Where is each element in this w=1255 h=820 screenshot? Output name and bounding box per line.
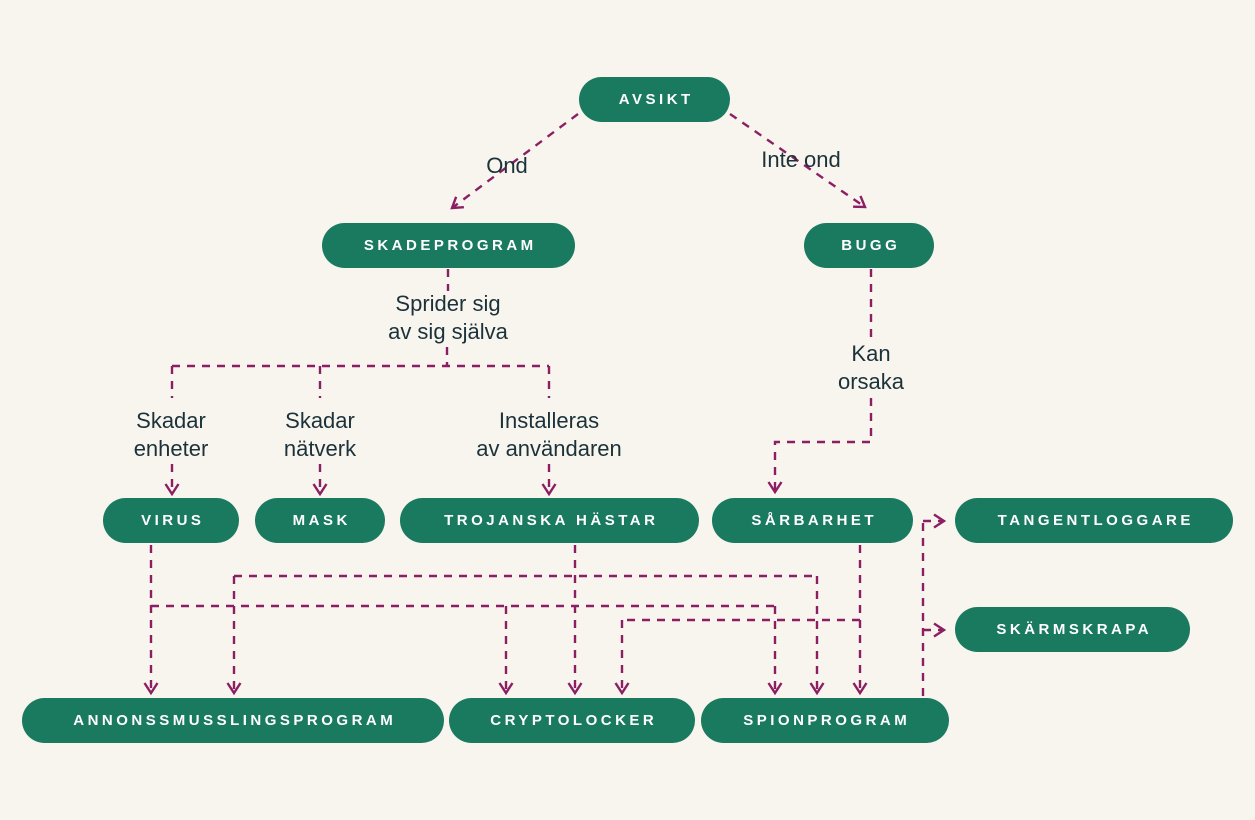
node-bugg: BUGG	[804, 223, 934, 268]
node-annonssmusslingsprogram: ANNONSSMUSSLINGSPROGRAM	[22, 698, 444, 743]
node-tangentloggare: TANGENTLOGGARE	[955, 498, 1233, 543]
edge-label-ond: Ond	[486, 153, 528, 178]
node-mask: MASK	[255, 498, 385, 543]
node-sarbarhet: SÅRBARHET	[712, 498, 913, 543]
node-skarmskrapa: SKÄRMSKRAPA	[955, 607, 1190, 652]
edge-bugg-sarbarhet	[767, 398, 873, 495]
edge-label-sprider-sig: Sprider sig av sig själva	[388, 291, 508, 344]
edge-avsikt-bugg	[729, 113, 867, 209]
edge-label-installeras: Installeras av användaren	[476, 408, 622, 461]
node-virus: VIRUS	[103, 498, 239, 543]
node-cryptolocker: CRYPTOLOCKER	[449, 698, 695, 743]
node-skadeprogram: SKADEPROGRAM	[322, 223, 575, 268]
node-avsikt: AVSIKT	[579, 77, 730, 122]
edge-label-skadar-enheter: Skadar enheter	[133, 408, 209, 461]
edge-label-inte-ond: Inte ond	[761, 147, 841, 172]
node-trojanska-hastar: TROJANSKA HÄSTAR	[400, 498, 699, 543]
edge-label-skadar-natverk: Skadar nätverk	[283, 408, 357, 461]
edge-avsikt-skadeprogram	[450, 113, 579, 210]
edge-label-kan-orsaka: Kan orsaka	[837, 341, 905, 394]
node-spionprogram: SPIONPROGRAM	[701, 698, 949, 743]
